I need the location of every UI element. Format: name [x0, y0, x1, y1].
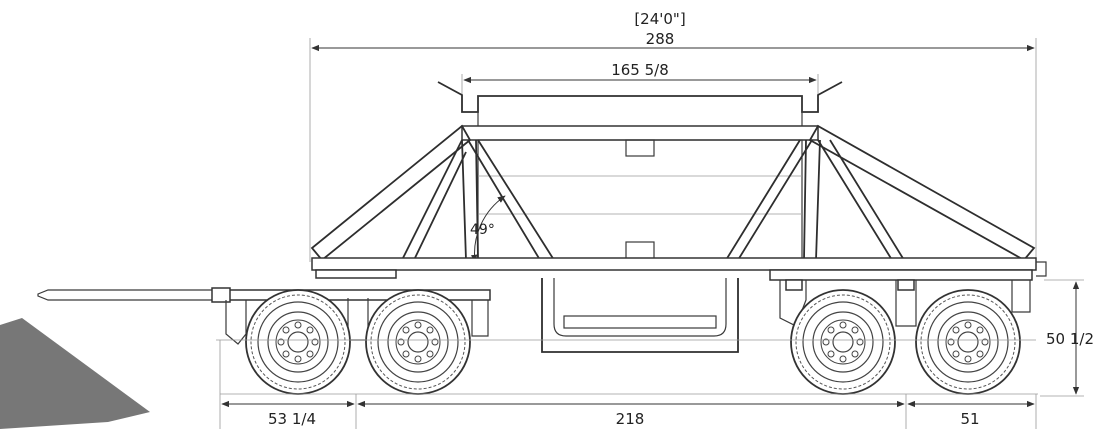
discharge-gate [541, 278, 739, 353]
rear-slope-brace [808, 124, 1036, 262]
tire-icon [365, 289, 471, 395]
tire-icon [245, 289, 351, 395]
front-dolly-frame [225, 289, 491, 301]
main-frame-rail [311, 257, 1037, 271]
slope-angle-arc [470, 195, 506, 263]
hopper-top-rim [437, 81, 843, 113]
overall-length-imperial-label: [24'0"] [634, 10, 685, 28]
tire-icon [790, 289, 896, 395]
front-overhang-label: 53 1/4 [268, 410, 316, 428]
height-label: 50 1/2 [1046, 330, 1094, 348]
top-opening-label: 165 5/8 [611, 61, 669, 79]
slope-angle-label: 49° [470, 222, 495, 238]
drawbar [37, 289, 215, 301]
tire-icon [915, 289, 1021, 395]
top-rail [461, 125, 819, 141]
rear-overhang-label: 51 [960, 410, 979, 428]
overall-length-label: 288 [646, 30, 675, 48]
axle-spread-label: 218 [616, 410, 645, 428]
ground-wedge [0, 318, 150, 429]
